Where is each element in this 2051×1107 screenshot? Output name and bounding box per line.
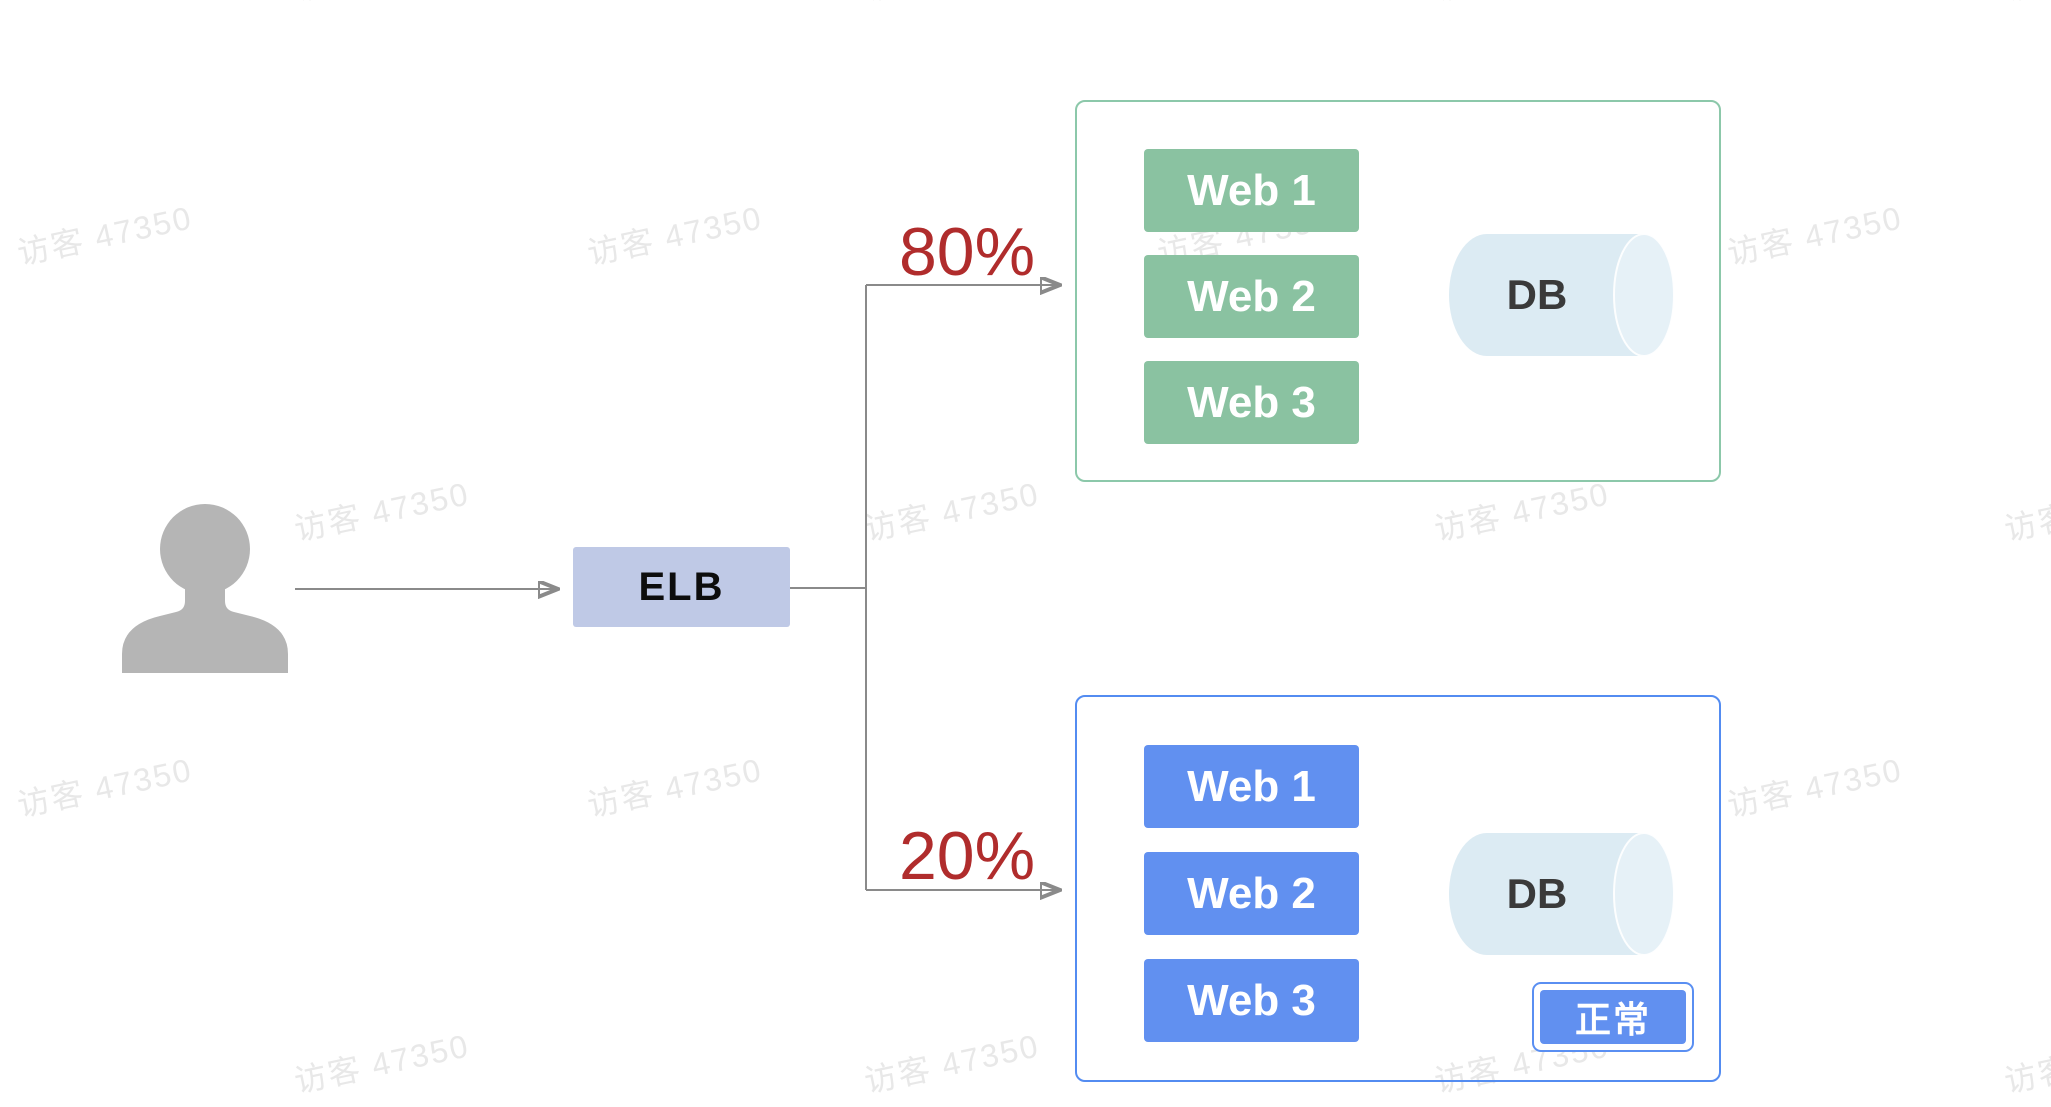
server-label: Web 1: [1187, 165, 1316, 215]
status-badge: 正常: [1532, 982, 1694, 1052]
server-box-web2: Web 2: [1144, 852, 1359, 935]
server-box-web2: Web 2: [1144, 255, 1359, 338]
status-badge-label: 正常: [1540, 990, 1686, 1044]
user-head: [160, 504, 250, 594]
db-cylinder-shape: [1449, 832, 1675, 956]
server-label: Web 2: [1187, 271, 1316, 321]
db-label: DB: [1506, 271, 1568, 318]
server-label: Web 1: [1187, 761, 1316, 811]
server-label: Web 3: [1187, 975, 1316, 1025]
database-cylinder-bottom: DB: [1447, 831, 1677, 957]
cluster-bottom: Web 1 Web 2 Web 3 DB 正常: [1075, 695, 1721, 1082]
server-box-web1: Web 1: [1144, 149, 1359, 232]
db-label: DB: [1506, 870, 1568, 917]
server-label: Web 2: [1187, 868, 1316, 918]
server-box-web3: Web 3: [1144, 361, 1359, 444]
database-cylinder-top: DB: [1447, 232, 1677, 358]
branch-80-label: 80%: [898, 214, 1036, 290]
cluster-top: Web 1 Web 2 Web 3 DB: [1075, 100, 1721, 482]
branch-20-label: 20%: [898, 818, 1036, 894]
user-icon: [122, 504, 288, 673]
server-box-web3: Web 3: [1144, 959, 1359, 1042]
elb-node: ELB: [573, 547, 790, 627]
db-cylinder-shape: [1449, 233, 1675, 357]
server-box-web1: Web 1: [1144, 745, 1359, 828]
user-shoulders: [122, 582, 288, 673]
server-label: Web 3: [1187, 377, 1316, 427]
elb-label: ELB: [638, 564, 725, 609]
